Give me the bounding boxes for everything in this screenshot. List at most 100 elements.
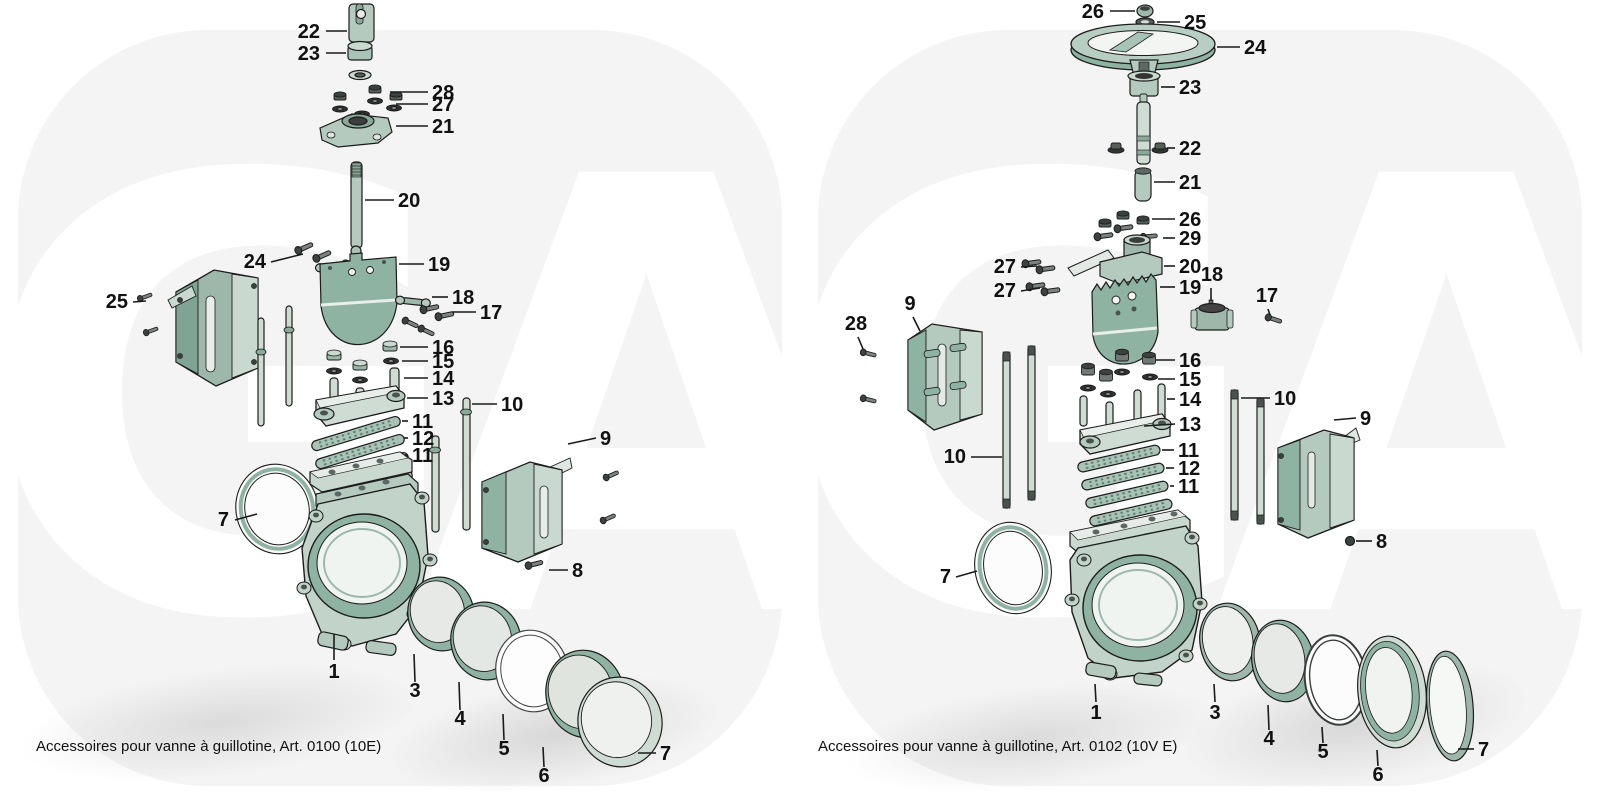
part-number-label: 21 xyxy=(432,116,454,138)
part-number-label: 26 xyxy=(1082,1,1104,23)
part-nut-8 xyxy=(1344,535,1356,547)
caption-art-0102: Accessoires pour vanne à guillotine, Art… xyxy=(818,738,1178,755)
part-number-label: 15 xyxy=(432,351,454,373)
leader-line xyxy=(502,713,505,741)
part-number-label: 8 xyxy=(572,560,583,582)
part-number-label: 9 xyxy=(904,293,915,315)
part-number-label: 7 xyxy=(940,566,951,588)
part-number-label: 10 xyxy=(1274,388,1296,410)
part-number-label: 8 xyxy=(1376,531,1387,553)
part-handwheel-24 xyxy=(1070,23,1216,81)
part-number-label: 13 xyxy=(1179,414,1201,436)
part-body-1 xyxy=(1064,509,1208,687)
part-rods-10-left xyxy=(1002,345,1036,509)
part-number-label: 24 xyxy=(1244,37,1267,59)
leader-line xyxy=(132,300,147,303)
part-number-label: 23 xyxy=(1179,77,1201,99)
part-number-label: 17 xyxy=(1256,285,1278,307)
part-ring-3 xyxy=(1199,602,1261,682)
leader-line xyxy=(1267,704,1270,731)
leader-line xyxy=(234,513,258,521)
part-number-label: 20 xyxy=(398,190,420,212)
part-number-label: 23 xyxy=(298,43,320,65)
part-clevis-22 xyxy=(348,3,375,43)
part-bolts-25 xyxy=(135,290,160,338)
part-cover-9 xyxy=(481,457,573,563)
part-number-label: 5 xyxy=(1317,741,1328,763)
leader-line xyxy=(567,437,597,445)
leader-line xyxy=(912,316,921,332)
diagram-panel-0100: GA xyxy=(0,3,799,800)
part-ring-4 xyxy=(1251,619,1315,703)
part-number-label: 22 xyxy=(1179,138,1201,160)
part-rods-10-right xyxy=(1230,389,1265,525)
part-number-label: 21 xyxy=(1179,172,1201,194)
diagram-panel-0102: GA xyxy=(763,0,1600,800)
part-cover-9-left xyxy=(907,323,983,431)
part-number-label: 3 xyxy=(1209,702,1220,724)
part-ring-6 xyxy=(1357,635,1427,749)
part-yoke-20 xyxy=(1067,234,1163,285)
part-rods-10 xyxy=(429,397,472,533)
part-linkage-18 xyxy=(394,295,436,339)
part-number-label: 11 xyxy=(1178,476,1199,498)
part-number-label: 28 xyxy=(432,82,454,104)
part-number-label: 1 xyxy=(328,661,339,683)
part-number-label: 4 xyxy=(1263,728,1275,750)
exploded-view-0102: 2625242322212629202727191817928161514131… xyxy=(845,1,1489,786)
part-number-label: 18 xyxy=(1201,264,1223,286)
part-number-label: 6 xyxy=(1372,764,1383,786)
part-number-label: 9 xyxy=(1360,408,1371,430)
part-spindle-22 xyxy=(1107,93,1169,165)
part-number-label: 1 xyxy=(1090,702,1101,724)
leader-line xyxy=(857,336,864,350)
part-number-label: 11 xyxy=(1178,440,1199,462)
leader-line xyxy=(1020,265,1038,268)
part-bolt-17 xyxy=(1263,312,1284,326)
part-number-label: 17 xyxy=(480,302,502,324)
part-number-label: 27 xyxy=(994,280,1016,302)
part-packing-bars xyxy=(1077,444,1173,527)
part-number-label: 11 xyxy=(412,411,433,433)
part-number-label: 19 xyxy=(428,254,450,276)
part-washer xyxy=(348,69,372,81)
leader-line xyxy=(542,746,545,768)
part-housing-18 xyxy=(1190,299,1234,331)
part-bracket-21 xyxy=(319,113,393,148)
part-ring-7 xyxy=(1425,650,1475,762)
exploded-view-0100: 2223282721202419251817161514131011121197… xyxy=(106,3,671,787)
leader-line xyxy=(1321,726,1324,744)
part-number-label: 15 xyxy=(1179,369,1201,391)
part-ring-7 xyxy=(577,676,663,768)
leader-line xyxy=(413,653,416,683)
part-number-label: 29 xyxy=(1179,228,1201,250)
part-stem-20 xyxy=(350,161,363,257)
leader-line xyxy=(1094,683,1097,703)
leader-line xyxy=(1143,423,1176,427)
part-number-label: 22 xyxy=(298,21,320,43)
part-number-label: 16 xyxy=(432,337,454,359)
part-body-1 xyxy=(296,451,438,656)
part-number-label: 24 xyxy=(244,251,267,273)
part-fasteners-27-28 xyxy=(331,84,403,118)
part-number-label: 27 xyxy=(432,94,454,116)
part-bolt-8 xyxy=(523,557,545,571)
part-bushing-23 xyxy=(1127,70,1161,97)
part-number-label: 4 xyxy=(454,708,466,730)
part-gland-13 xyxy=(1079,413,1172,455)
part-number-label: 16 xyxy=(1179,350,1201,372)
part-long-studs xyxy=(255,305,295,427)
part-number-label: 3 xyxy=(409,680,420,702)
part-number-label: 18 xyxy=(452,287,474,309)
part-cover-9-right xyxy=(1277,427,1361,539)
leader-line xyxy=(1020,287,1041,292)
part-cap-26 xyxy=(1136,4,1154,18)
leader-line xyxy=(270,253,304,263)
part-number-label: 20 xyxy=(1179,256,1201,278)
part-number-label: 12 xyxy=(1178,458,1200,480)
part-number-label: 11 xyxy=(412,445,433,467)
leader-line xyxy=(1376,749,1379,767)
part-gland-13 xyxy=(313,385,406,427)
